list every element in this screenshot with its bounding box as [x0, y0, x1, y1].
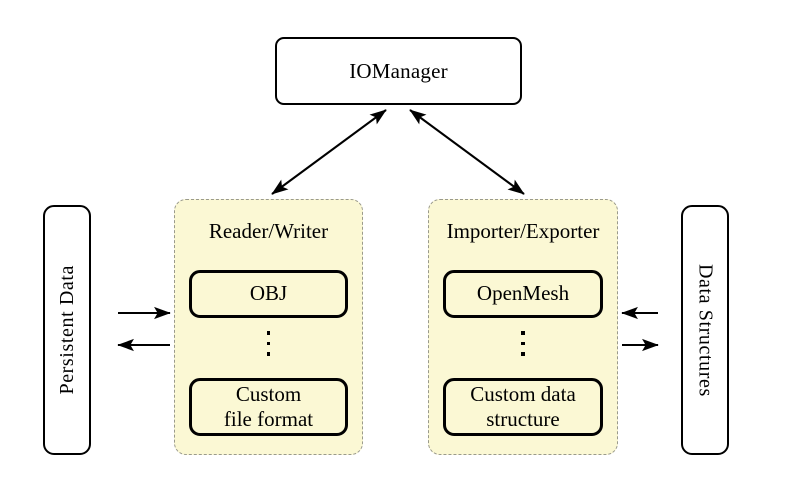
ellipsis-icon-reader-writer — [175, 331, 362, 356]
node-custom-data-structure[interactable]: Custom data structure — [443, 378, 603, 436]
group-reader-writer-title: Reader/Writer — [208, 219, 329, 243]
node-openmesh-label: OpenMesh — [476, 281, 570, 306]
node-openmesh[interactable]: OpenMesh — [443, 270, 603, 318]
node-iomanager-label: IOManager — [349, 58, 448, 83]
group-importer-exporter[interactable]: Importer/Exporter OpenMesh Custom data s… — [428, 199, 618, 455]
group-reader-writer[interactable]: Reader/Writer OBJ Custom file format — [174, 199, 363, 455]
node-data-structures-label: Data Structures — [694, 263, 717, 397]
node-obj-label: OBJ — [249, 281, 288, 306]
node-iomanager[interactable]: IOManager — [275, 37, 522, 105]
node-custom-data-structure-label: Custom data structure — [470, 381, 576, 431]
node-obj[interactable]: OBJ — [189, 270, 348, 318]
node-data-structures[interactable]: Data Structures — [681, 205, 729, 455]
ellipsis-icon-importer-exporter — [429, 331, 617, 356]
connector-iomanager-importer-exporter — [409, 109, 525, 195]
node-custom-file-format[interactable]: Custom file format — [189, 378, 348, 436]
connector-iomanager-reader-writer — [271, 109, 387, 195]
node-persistent-data[interactable]: Persistent Data — [43, 205, 91, 455]
node-custom-file-format-label: Custom file format — [223, 381, 314, 431]
group-importer-exporter-title: Importer/Exporter — [446, 219, 600, 243]
node-persistent-data-label: Persistent Data — [55, 265, 78, 395]
